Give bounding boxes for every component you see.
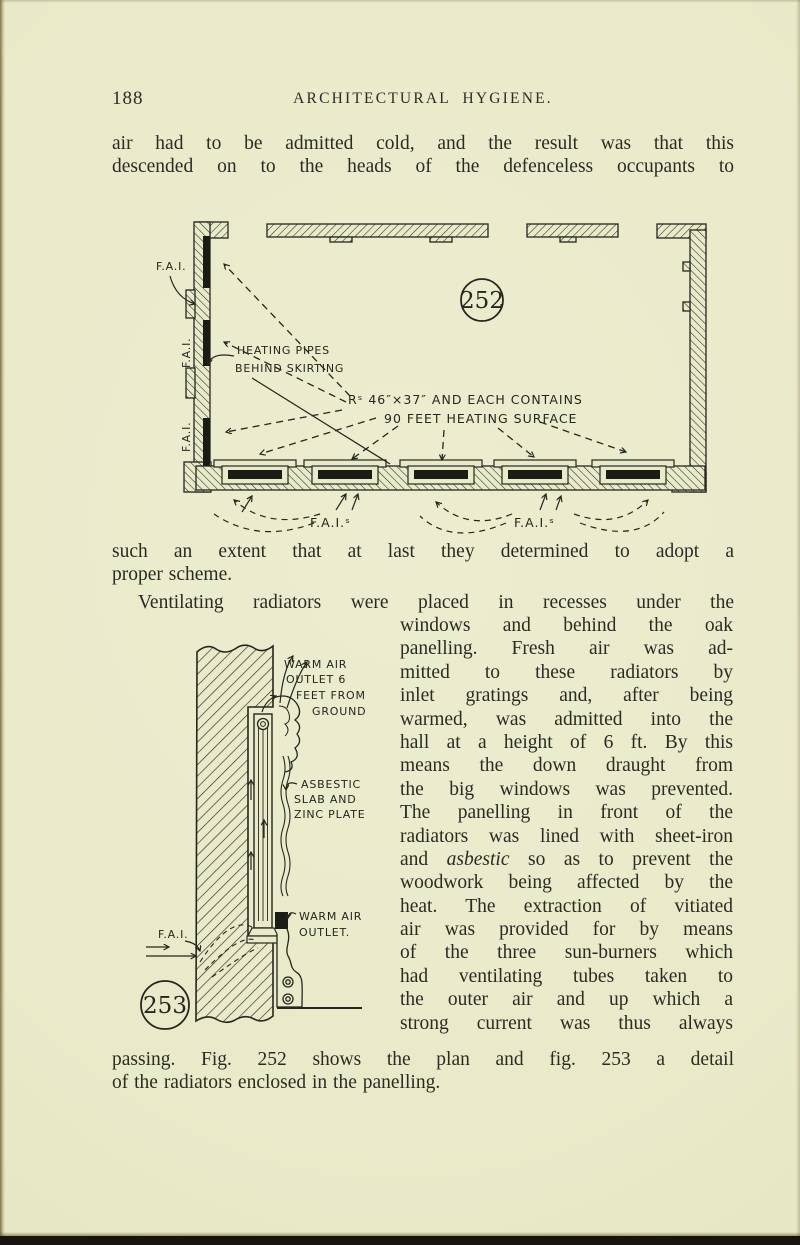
text-fragment: so as to prevent the bbox=[509, 848, 734, 870]
asbestic-label: SLAB AND bbox=[294, 793, 357, 806]
text-line: strong current was thus always bbox=[400, 1012, 733, 1034]
text-line: mitted to these radiators by bbox=[400, 661, 733, 683]
page-edge-bottom-fade bbox=[0, 1232, 800, 1236]
warm-air-outlet-box bbox=[275, 912, 288, 929]
warm-air-top-label: WARM AIR bbox=[284, 658, 347, 671]
page-edge-bottom bbox=[0, 1236, 800, 1245]
asbestic-label: ASBESTIC bbox=[301, 778, 361, 791]
asbestic-italic-word: asbestic bbox=[446, 848, 510, 870]
section-airflow-arrows bbox=[146, 656, 307, 956]
figure-252-number: 252 bbox=[460, 288, 504, 314]
text-line: of the three sun-burners which bbox=[400, 942, 733, 964]
radiator-base bbox=[247, 927, 279, 937]
plan-right-wall bbox=[671, 229, 707, 493]
radiator-note: Rˢ 46″×37″ AND EACH CONTAINS bbox=[348, 392, 583, 407]
section-panelling bbox=[272, 695, 362, 1009]
plan-top-wall bbox=[195, 221, 707, 243]
text-line: radiators was lined with sheet-iron bbox=[400, 825, 733, 847]
fai-s-label: F.A.I.ˢ bbox=[514, 515, 555, 530]
text-line: warmed, was admitted into the bbox=[400, 708, 733, 730]
warm-air-top-label: FEET FROM bbox=[296, 689, 366, 702]
text-line: The panelling in front of the bbox=[400, 802, 733, 824]
text-line: passing. Fig. 252 shows the plan and fig… bbox=[112, 1049, 734, 1070]
figure-253-number-badge bbox=[140, 980, 190, 1030]
text-line-asbestic: and asbestic so as to prevent the bbox=[400, 848, 733, 871]
warm-air-bottom-label: OUTLET. bbox=[299, 926, 350, 939]
warm-air-top-label: OUTLET 6 bbox=[286, 673, 346, 686]
paragraph-2-lead: Ventilating radiators were placed in rec… bbox=[112, 591, 734, 614]
radiator-note: 90 FEET HEATING SURFACE bbox=[384, 411, 577, 426]
plan-dashed-leaders bbox=[224, 264, 626, 460]
heating-pipes-label: BEHIND SKIRTING bbox=[235, 362, 344, 375]
section-radiator bbox=[246, 713, 280, 944]
page-edge-right bbox=[796, 0, 800, 1245]
fai-label-rotated: F.A.I. bbox=[180, 338, 193, 368]
paragraph-2-right-column: windows and behind the oak panelling. Fr… bbox=[400, 614, 733, 1035]
text-line: heat. The extraction of vitiated bbox=[400, 895, 733, 917]
plan-inlet-arrows bbox=[241, 494, 561, 513]
text-line: the outer air and up which a bbox=[400, 989, 733, 1011]
text-line: air was provided for by means bbox=[400, 919, 733, 941]
text-line: means the down draught from bbox=[400, 755, 733, 777]
text-line: proper scheme. bbox=[112, 564, 233, 586]
figure-252-number-badge bbox=[460, 278, 504, 322]
text-fragment: and bbox=[400, 848, 447, 870]
warm-air-top-label: GROUND bbox=[312, 705, 366, 718]
plan-fresh-air-arcs bbox=[213, 500, 665, 534]
plan-left-wall-radiators bbox=[203, 236, 210, 466]
page-edge-top bbox=[0, 0, 800, 3]
text-line: air had to be admitted cold, and the res… bbox=[112, 133, 734, 154]
fai-label: F.A.I. bbox=[158, 928, 188, 941]
figure-252-plan: 252 F.A.I. F.A.I. F.A.I. HEATING PIPES B… bbox=[156, 221, 707, 534]
heating-pipes-label: HEATING PIPES bbox=[237, 344, 330, 357]
text-line: had ventilating tubes taken to bbox=[400, 965, 733, 987]
text-line: the big windows was prevented. bbox=[400, 778, 733, 800]
text-line: windows and behind the oak bbox=[400, 615, 733, 636]
asbestic-label: ZINC PLATE bbox=[294, 808, 366, 821]
warm-air-bottom-label: WARM AIR bbox=[299, 910, 362, 923]
text-line: hall at a height of 6 ft. By this bbox=[400, 731, 733, 753]
text-line: panelling. Fresh air was ad- bbox=[400, 638, 733, 660]
fai-label-rotated: F.A.I. bbox=[180, 422, 193, 452]
paragraph-2-closing: passing. Fig. 252 shows the plan and fig… bbox=[112, 1048, 734, 1095]
section-fresh-air-dashed bbox=[199, 924, 259, 978]
text-line: such an extent that at last they determi… bbox=[112, 541, 734, 562]
page-edge-left bbox=[0, 0, 5, 1245]
fai-label: F.A.I. bbox=[156, 260, 186, 273]
fai-s-label: F.A.I.ˢ bbox=[310, 515, 351, 530]
radiator-pipe-circle bbox=[256, 717, 270, 731]
text-line: descended on to the heads of the defence… bbox=[112, 156, 734, 178]
page-number: 188 bbox=[112, 88, 144, 109]
plan-bottom-radiators bbox=[213, 459, 675, 485]
figure-253-number: 253 bbox=[143, 993, 187, 1019]
text-line: Ventilating radiators were placed in rec… bbox=[138, 592, 734, 613]
figure-253-detail: WARM AIR OUTLET 6 FEET FROM GROUND ASBES… bbox=[140, 644, 366, 1030]
text-line: inlet gratings and, after being bbox=[400, 685, 733, 707]
paragraph-1-continued: such an extent that at last they determi… bbox=[112, 540, 734, 587]
text-line: of the radiators enclosed in the panelli… bbox=[112, 1072, 441, 1094]
plan-bottom-wall bbox=[195, 459, 706, 491]
running-title: ARCHITECTURAL HYGIENE. bbox=[293, 90, 553, 107]
text-line: woodwork being affected by the bbox=[400, 872, 733, 894]
paragraph-1: air had to be admitted cold, and the res… bbox=[112, 132, 734, 179]
section-skirting bbox=[276, 928, 303, 1008]
plan-solid-leaders bbox=[169, 275, 391, 465]
